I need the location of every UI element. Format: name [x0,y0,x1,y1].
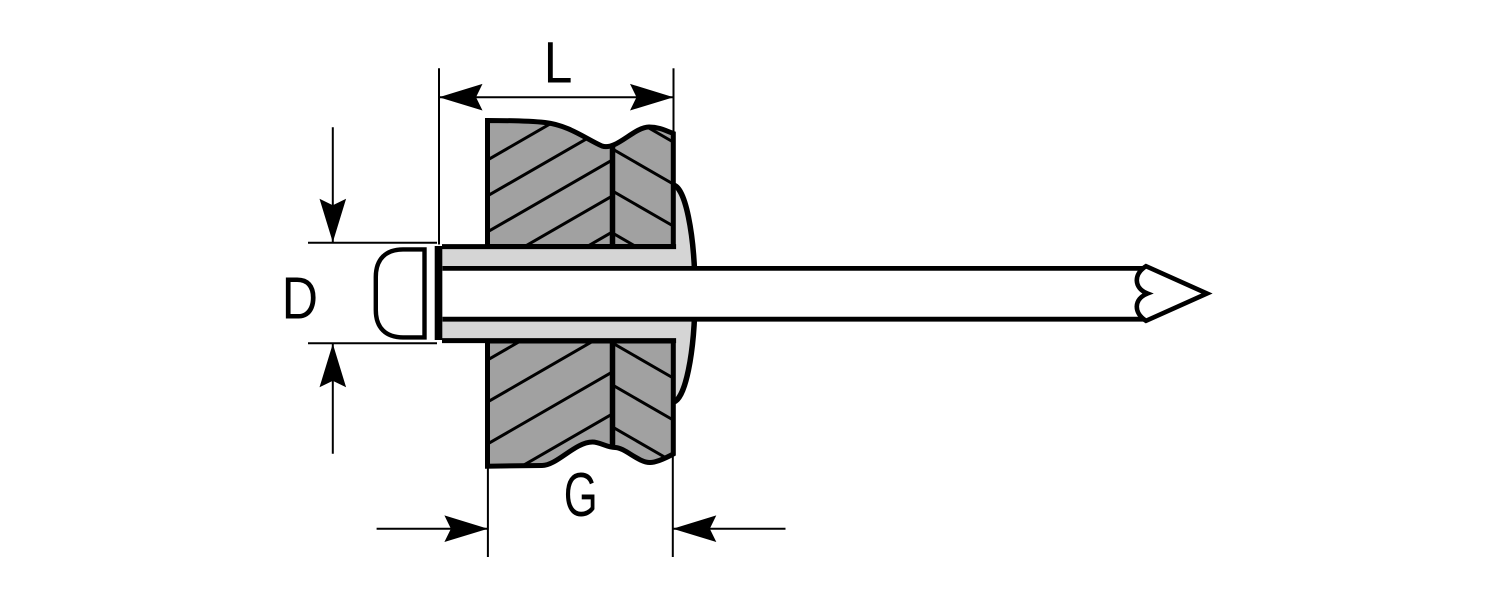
svg-text:G: G [564,460,598,530]
svg-text:D: D [282,264,318,331]
svg-text:L: L [544,30,573,96]
